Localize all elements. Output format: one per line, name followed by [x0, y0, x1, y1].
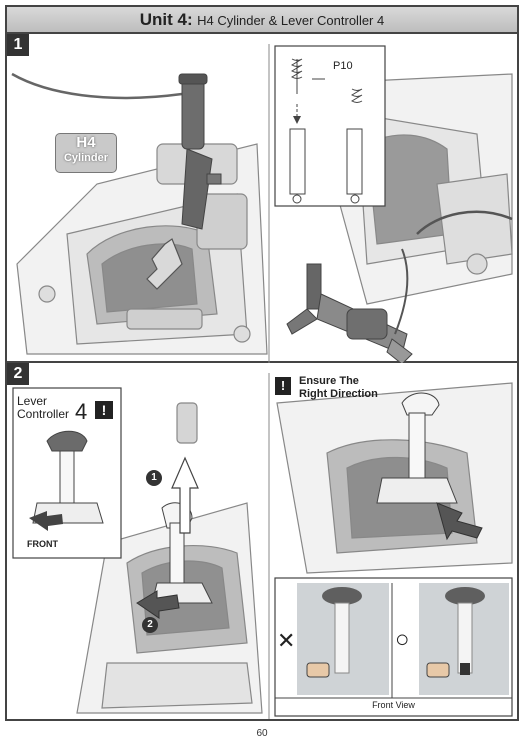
chassis-left [16, 143, 268, 355]
direction-arrow [436, 502, 483, 541]
unit-subtitle: H4 Cylinder & Lever Controller 4 [197, 13, 385, 28]
push-arrow [136, 590, 180, 619]
cable [11, 72, 183, 100]
lever-top [376, 392, 458, 504]
h4-cylinder [178, 73, 222, 230]
front-view-caption: Front View [372, 700, 415, 710]
label-line-2: Controller [17, 407, 70, 421]
warning-line-2: Right Direction [299, 388, 378, 400]
wrong-mark: ✕ [277, 628, 296, 653]
right-mark: ○ [395, 626, 410, 653]
lift-arrow [171, 456, 199, 534]
step-1-panel: 1 H4 Cylinder P10 [7, 34, 517, 363]
step-1-illustration [11, 44, 513, 363]
callout-1: 1 [146, 470, 162, 486]
page-header: Unit 4: H4 Cylinder & Lever Controller 4 [7, 7, 517, 34]
detail-box [274, 45, 386, 207]
step-2-illustration [12, 373, 513, 719]
front-view-box [274, 577, 513, 717]
callout-2: 2 [142, 617, 158, 633]
insert-arrow [146, 238, 183, 290]
label-line-1: Lever [17, 394, 48, 408]
tag-line-2: Cylinder [63, 152, 108, 164]
step-number: 1 [7, 34, 29, 56]
step-2-panel: 2 Lever Controller 4 ! FRONT 1 2 ! Ensur… [7, 363, 517, 719]
warning-text: Ensure The Right Direction [299, 375, 378, 401]
h4-cylinder-tag: H4 Cylinder [55, 133, 117, 173]
alert-badge: ! [95, 401, 113, 419]
part-number: 4 [75, 399, 88, 424]
front-label: FRONT [27, 539, 58, 549]
instruction-page: Unit 4: H4 Cylinder & Lever Controller 4 [5, 5, 519, 721]
step-number: 2 [7, 363, 29, 385]
p10-label: P10 [333, 60, 353, 72]
warning-line-1: Ensure The [299, 375, 359, 387]
page-number: 60 [256, 728, 268, 739]
warning-icon: ! [275, 377, 291, 395]
unit-title: Unit 4: [139, 10, 193, 29]
lever-controller-label: Lever Controller [17, 395, 69, 421]
tag-line-1: H4 [76, 134, 96, 151]
cylinder-detail [286, 263, 413, 363]
